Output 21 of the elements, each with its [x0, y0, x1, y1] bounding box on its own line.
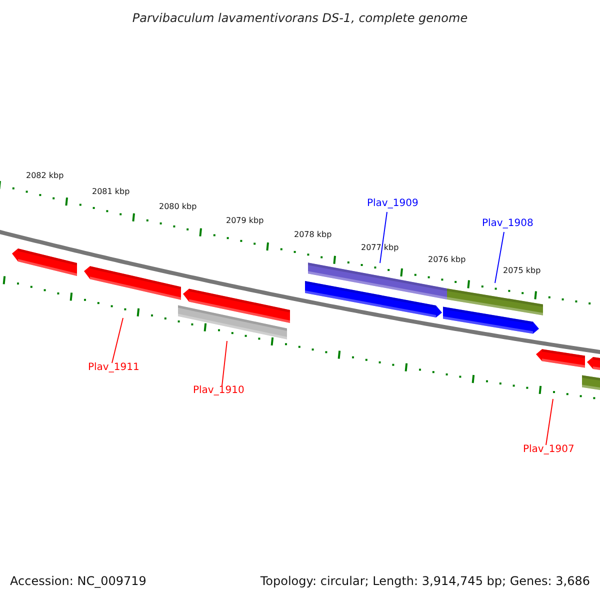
- scale-label: 2080 kbp: [159, 203, 197, 211]
- leader-line: [494, 232, 504, 284]
- leader-line: [380, 212, 388, 264]
- gene-label: Plav_1907: [523, 445, 574, 455]
- gene-label: Plav_1909: [367, 199, 418, 209]
- leader-line: [112, 318, 124, 364]
- accession-label: Accession: NC_009719: [10, 575, 146, 587]
- title: Parvibaculum lavamentivorans DS-1, complete genome: [131, 12, 469, 24]
- scale-label: 2075 kbp: [503, 267, 541, 275]
- scale-label: 2082 kbp: [26, 172, 64, 180]
- leader-line: [222, 340, 228, 386]
- scale-label: 2081 kbp: [92, 188, 130, 196]
- scale-label: 2079 kbp: [226, 217, 264, 225]
- gene-label: Plav_1910: [193, 386, 244, 396]
- gene-label: Plav_1911: [88, 363, 140, 373]
- leader-line: [546, 398, 554, 446]
- scale-label: 2076 kbp: [428, 256, 466, 264]
- gene-label: Plav_1908: [482, 219, 534, 229]
- genome-info-label: Topology: circular; Length: 3,914,745 bp; Genes: 3,686: [260, 575, 590, 587]
- scale-label: 2077 kbp: [361, 244, 399, 252]
- scale-label: 2078 kbp: [294, 231, 332, 239]
